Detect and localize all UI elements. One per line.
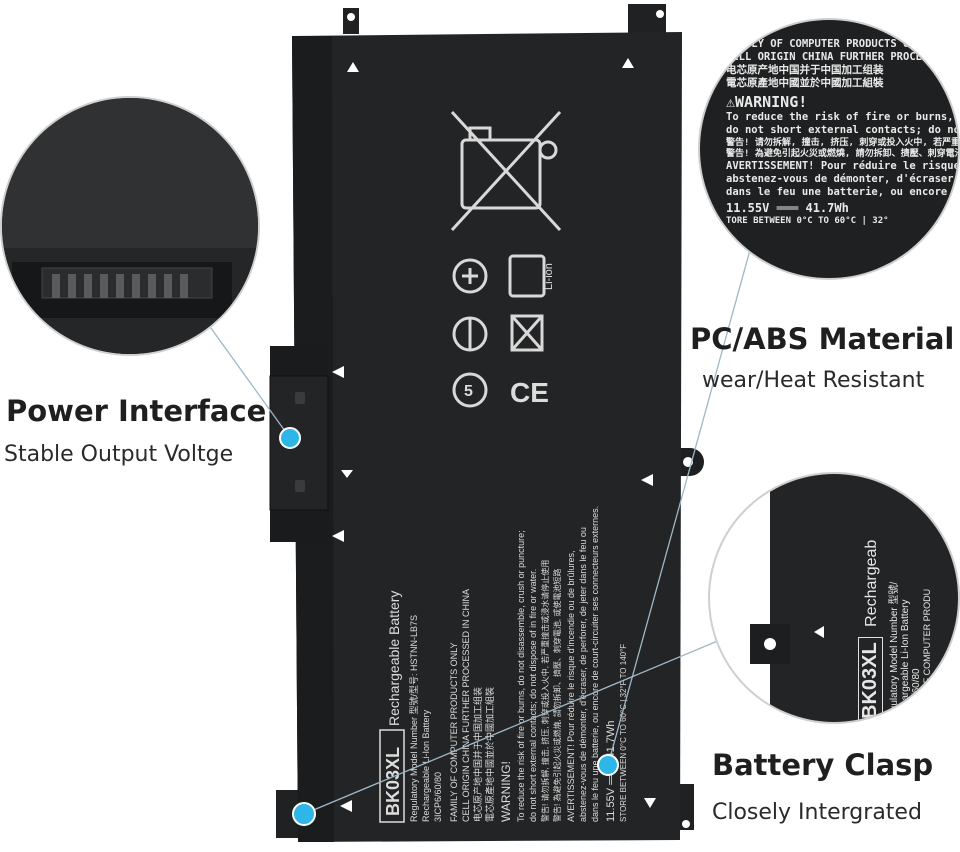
clasp-subtitle: Closely Intergrated bbox=[712, 800, 922, 825]
material-title: PC/ABS Material bbox=[690, 322, 955, 356]
label-type: Rechargeable Li-Ion Battery bbox=[421, 709, 431, 822]
arrow-markers bbox=[332, 58, 656, 812]
clasp-model: BK03XL bbox=[858, 637, 883, 722]
zoom-rating: 11.55V ═══ 41.7Wh bbox=[726, 201, 849, 216]
clasp-line: Regulatory Model Number 型號/ bbox=[889, 581, 900, 724]
power-dot bbox=[279, 427, 301, 449]
zoom-line: CELL ORIGIN CHINA FURTHER PROCES bbox=[726, 51, 929, 64]
ce-mark: CE bbox=[510, 377, 549, 408]
label-warn2: do not short external contacts; do not d… bbox=[528, 569, 538, 822]
clasp-detail bbox=[750, 474, 958, 722]
label-avert2: abstenez-vous de démonter, d'écraser, de… bbox=[578, 527, 588, 822]
zoom-line: 電芯原產地中國並於中國加工組裝 bbox=[726, 77, 884, 90]
label-cells: 3ICP6/60/80 bbox=[433, 772, 443, 822]
zoom-line: 警告! 為避免引起火災或燃燒, 請勿拆卸、擠壓、刺穿電池, 或使電 bbox=[726, 148, 960, 159]
material-dot bbox=[597, 754, 619, 776]
label-cn1: 电芯原产地中国并于中国加工组装 bbox=[472, 687, 483, 822]
zoom-warning: ⚠WARNING! bbox=[726, 92, 808, 111]
material-zoom-circle: FAMILY OF COMPUTER PRODUCTS ONLY CELL OR… bbox=[698, 18, 960, 280]
label-model: BK03XL bbox=[383, 747, 403, 816]
label-avert3: dans le feu une batterie, ou encore de c… bbox=[590, 506, 600, 822]
zoom-line: FAMILY OF COMPUTER PRODUCTS ONLY bbox=[726, 38, 929, 50]
label-regulatory: Regulatory Model Number 型號/型号: HSTNN-LB7… bbox=[408, 615, 419, 822]
zoom-line: dans le feu une batterie, ou encore de c… bbox=[726, 186, 960, 199]
clasp-dot bbox=[292, 802, 316, 826]
connector-detail bbox=[2, 98, 258, 354]
label-avert: AVERTISSEMENT! Pour réduire le risque d'… bbox=[566, 550, 576, 822]
clasp-title: Battery Clasp bbox=[712, 748, 934, 782]
zoom-line: 电芯原产地中国并于中国加工组装 bbox=[726, 64, 884, 77]
power-zoom-circle bbox=[0, 96, 260, 356]
zoom-line: TORE BETWEEN 0°C TO 60°C | 32° bbox=[726, 216, 889, 227]
zoom-line: abstenez-vous de démonter, d'écraser, de… bbox=[726, 173, 960, 186]
zoom-line: AVERTISSEMENT! Pour réduire le risque d'… bbox=[726, 160, 960, 172]
material-subtitle: wear/Heat Resistant bbox=[702, 368, 925, 393]
clasp-zoom-circle: BK03XL Rechargeab Regulatory Model Numbe… bbox=[708, 472, 960, 724]
label-warning: WARNING! bbox=[499, 761, 513, 822]
clasp-rechargeable: Rechargeab bbox=[863, 539, 880, 627]
battery-label: BK03XL Rechargeable Battery Regulatory M… bbox=[379, 506, 628, 823]
recycle-number: 5 bbox=[464, 383, 473, 400]
top-right-mount-tab bbox=[628, 4, 666, 34]
label-origin: CELL ORIGIN CHINA FURTHER PROCESSED IN C… bbox=[461, 589, 471, 822]
indicator-dots bbox=[279, 427, 619, 826]
power-subtitle: Stable Output Voltge bbox=[4, 442, 234, 467]
zoom-line: 警告! 请勿拆解, 撞击, 挤压, 刺穿或投入火中, 若严重撞击或浸水 bbox=[726, 137, 960, 148]
crossed-bin-icon bbox=[450, 110, 562, 232]
label-family: FAMILY OF COMPUTER PRODUCTS ONLY bbox=[449, 642, 459, 822]
clasp-line: 3ICP6/60/80 bbox=[911, 668, 922, 724]
zoom-line: To reduce the risk of fire or burns, do … bbox=[726, 111, 958, 124]
label-warn1: To reduce the risk of fire or burns, do … bbox=[516, 530, 526, 822]
label-store: STORE BETWEEN 0°C TO 60°C | 32°F TO 140°… bbox=[619, 644, 628, 822]
clasp-zoom-label: BK03XL Rechargeab Regulatory Model Numbe… bbox=[858, 484, 932, 724]
material-zoom-text: FAMILY OF COMPUTER PRODUCTS ONLY CELL OR… bbox=[726, 38, 960, 228]
certification-icons bbox=[452, 254, 546, 408]
label-cn2: 電芯原產地中國並於中國加工組裝 bbox=[484, 687, 495, 822]
zoom-line: do not short external contacts; do not d… bbox=[726, 124, 960, 137]
power-title: Power Interface bbox=[6, 394, 267, 428]
liion-mark: Li-ion bbox=[543, 263, 555, 290]
label-warn4: 警告! 為避免引起火災或燃燒, 請勿拆卸、擠壓、刺穿電池, 或使電池短路 bbox=[552, 569, 562, 822]
clasp-line: FAMILY OF COMPUTER PRODU bbox=[922, 588, 932, 724]
clasp-line: Rechargeable Li-Ion Battery bbox=[900, 599, 911, 724]
label-rechargeable: Rechargeable Battery bbox=[386, 591, 402, 726]
label-warn3: 警告! 请勿拆解, 撞击, 挤压, 刺穿或投入火中, 若严重撞击或浸水请停止使用 bbox=[540, 560, 550, 822]
